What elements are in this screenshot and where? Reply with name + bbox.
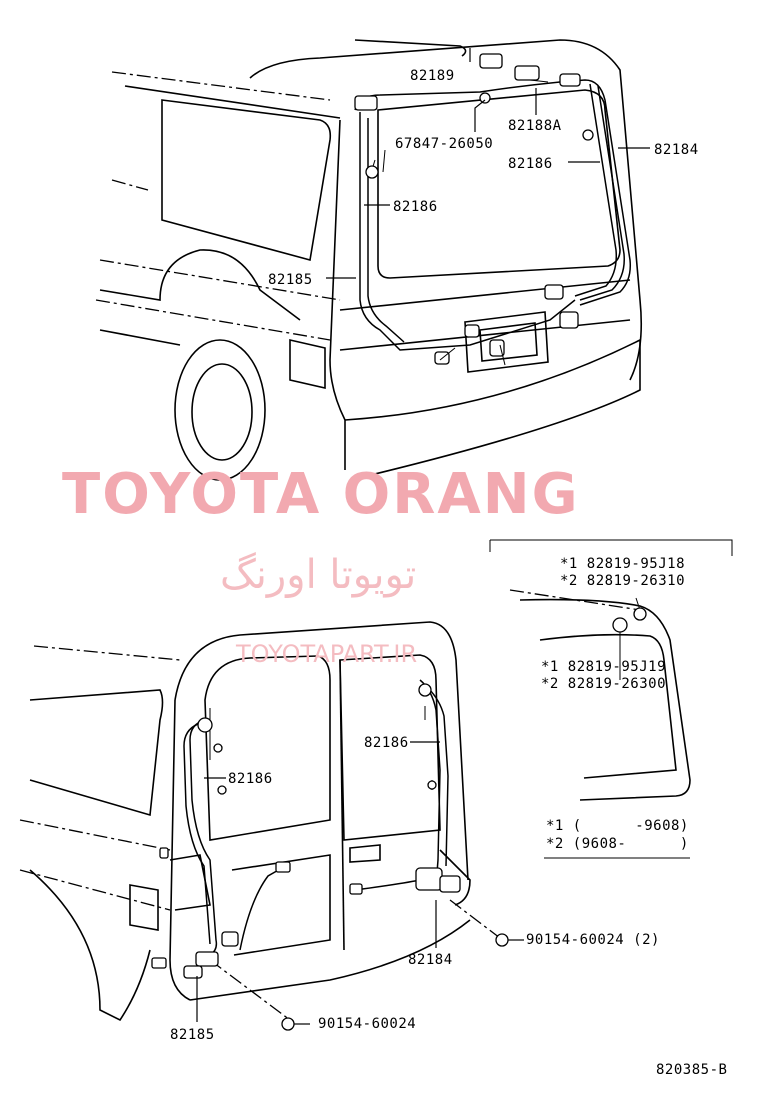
part-label-82186-top-left: 82186 [393, 199, 438, 215]
part-label-82186-bottom-left: 82186 [228, 771, 273, 787]
inset-part-line-3: *1 82819-95J19 [541, 659, 667, 675]
inset-glass [509, 589, 691, 801]
part-label-82186-bottom-right: 82186 [364, 735, 409, 751]
watermark-brand: TOYOTA ORANG [62, 462, 580, 527]
legend-line-2: *2 (9608- ) [546, 836, 689, 852]
inset-part-line-1: *1 82819-95J18 [560, 556, 686, 572]
part-label-82185-top: 82185 [268, 272, 313, 288]
bottom-van-leaders [196, 741, 524, 1025]
inset-part-line-2: *2 82819-26310 [560, 573, 686, 589]
watermark-url: TOYOTAPART.IR [236, 640, 418, 668]
watermark-brand-persian: تویوتا اورنگ [220, 552, 417, 598]
legend-line-1: *1 ( -9608) [546, 818, 689, 834]
part-label-67847-26050: 67847-26050 [395, 136, 494, 152]
part-label-82184-top: 82184 [654, 142, 699, 158]
part-label-bolt-right: 90154-60024 (2) [526, 932, 660, 948]
bottom-van-body [19, 621, 471, 1022]
part-label-bolt-left: 90154-60024 [318, 1016, 417, 1032]
part-label-82185-bottom: 82185 [170, 1027, 215, 1043]
part-label-82188a: 82188A [508, 118, 562, 134]
figure-code: 820385-B [656, 1062, 728, 1078]
inset-frame [489, 539, 733, 556]
bottom-van-harness [151, 679, 509, 1031]
part-label-82184-bottom: 82184 [408, 952, 453, 968]
part-label-82186-top-right: 82186 [508, 156, 553, 172]
inset-part-line-4: *2 82819-26300 [541, 676, 667, 692]
part-label-82189: 82189 [410, 68, 455, 84]
top-van-body [95, 39, 643, 481]
top-van-leaders [326, 48, 650, 279]
top-van-harness [354, 53, 632, 366]
